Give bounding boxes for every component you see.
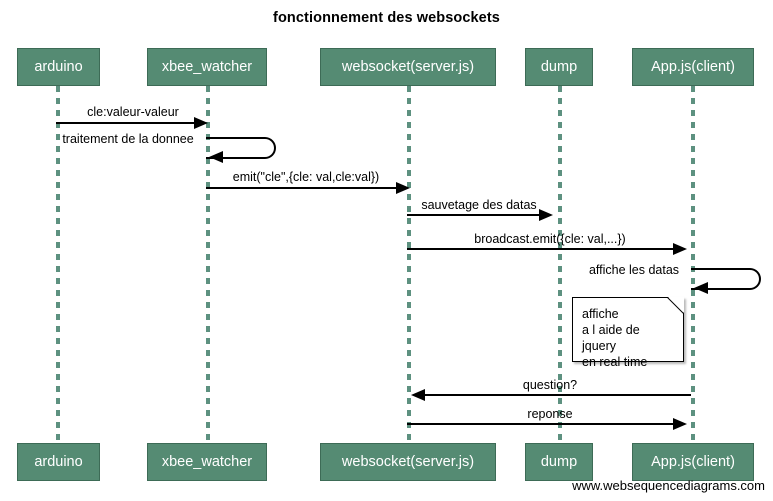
message-arrowhead-m3 xyxy=(396,182,410,194)
message-line-m7 xyxy=(425,394,691,396)
message-label-m7: question? xyxy=(522,378,578,392)
actor-head-dump[interactable]: dump xyxy=(525,48,593,86)
message-selfloop-m6 xyxy=(691,268,761,290)
note-affiche-jquery: affiche a l aide de jquery en real time xyxy=(572,297,684,369)
actor-label-appjs: App.js(client) xyxy=(651,59,735,75)
watermark-link[interactable]: www.websequencediagrams.com xyxy=(572,478,765,493)
message-arrowhead-m5 xyxy=(673,243,687,255)
note-line-2: a l aide de jquery xyxy=(582,323,640,353)
message-arrowhead-m8 xyxy=(673,418,687,430)
message-arrowhead-m4 xyxy=(539,209,553,221)
message-arrowhead-m2 xyxy=(209,151,223,163)
message-line-m8 xyxy=(407,423,673,425)
actor-foot-label-appjs: App.js(client) xyxy=(651,454,735,470)
actor-head-websocket[interactable]: websocket(server.js) xyxy=(320,48,496,86)
message-label-m8: reponse xyxy=(527,407,573,421)
message-arrowhead-m6 xyxy=(694,282,708,294)
message-line-m4 xyxy=(407,214,539,216)
actor-foot-websocket[interactable]: websocket(server.js) xyxy=(320,443,496,481)
actor-label-xbee: xbee_watcher xyxy=(161,59,253,75)
note-line-3: en real time xyxy=(582,355,648,369)
message-label-m4: sauvetage des datas xyxy=(421,198,537,212)
message-arrowhead-m1 xyxy=(194,117,208,129)
note-corner-icon xyxy=(667,297,684,314)
message-label-m5: broadcast.emit({cle: val,...}) xyxy=(474,232,626,246)
lifeline-appjs xyxy=(691,86,695,443)
message-label-m3: emit("cle",{cle: val,cle:val}) xyxy=(232,170,380,184)
message-arrowhead-m7 xyxy=(411,389,425,401)
message-selfloop-m2 xyxy=(206,137,276,159)
message-label-m1: cle:valeur-valeur xyxy=(87,105,179,119)
actor-foot-label-xbee: xbee_watcher xyxy=(161,454,253,470)
note-line-1: affiche xyxy=(582,307,619,321)
actor-foot-label-websocket: websocket(server.js) xyxy=(341,454,475,470)
message-line-m5 xyxy=(407,248,673,250)
message-label-m6: affiche les datas xyxy=(588,263,680,277)
actor-label-websocket: websocket(server.js) xyxy=(341,59,475,75)
lifeline-arduino xyxy=(56,86,60,443)
lifeline-xbee xyxy=(206,86,210,443)
message-label-m2: traitement de la donnee xyxy=(62,132,194,146)
actor-head-appjs[interactable]: App.js(client) xyxy=(632,48,754,86)
actor-head-xbee[interactable]: xbee_watcher xyxy=(147,48,267,86)
actor-label-dump: dump xyxy=(540,59,578,75)
actor-foot-xbee[interactable]: xbee_watcher xyxy=(147,443,267,481)
message-line-m3 xyxy=(206,187,396,189)
page-title: fonctionnement des websockets xyxy=(273,10,500,26)
actor-foot-label-dump: dump xyxy=(540,454,578,470)
actor-foot-appjs[interactable]: App.js(client) xyxy=(632,443,754,481)
actor-foot-dump[interactable]: dump xyxy=(525,443,593,481)
message-line-m1 xyxy=(56,122,194,124)
lifeline-websocket xyxy=(407,86,411,443)
actor-foot-arduino[interactable]: arduino xyxy=(17,443,100,481)
actor-head-arduino[interactable]: arduino xyxy=(17,48,100,86)
lifeline-dump xyxy=(558,86,562,443)
actor-foot-label-arduino: arduino xyxy=(34,454,83,470)
actor-label-arduino: arduino xyxy=(34,59,83,75)
